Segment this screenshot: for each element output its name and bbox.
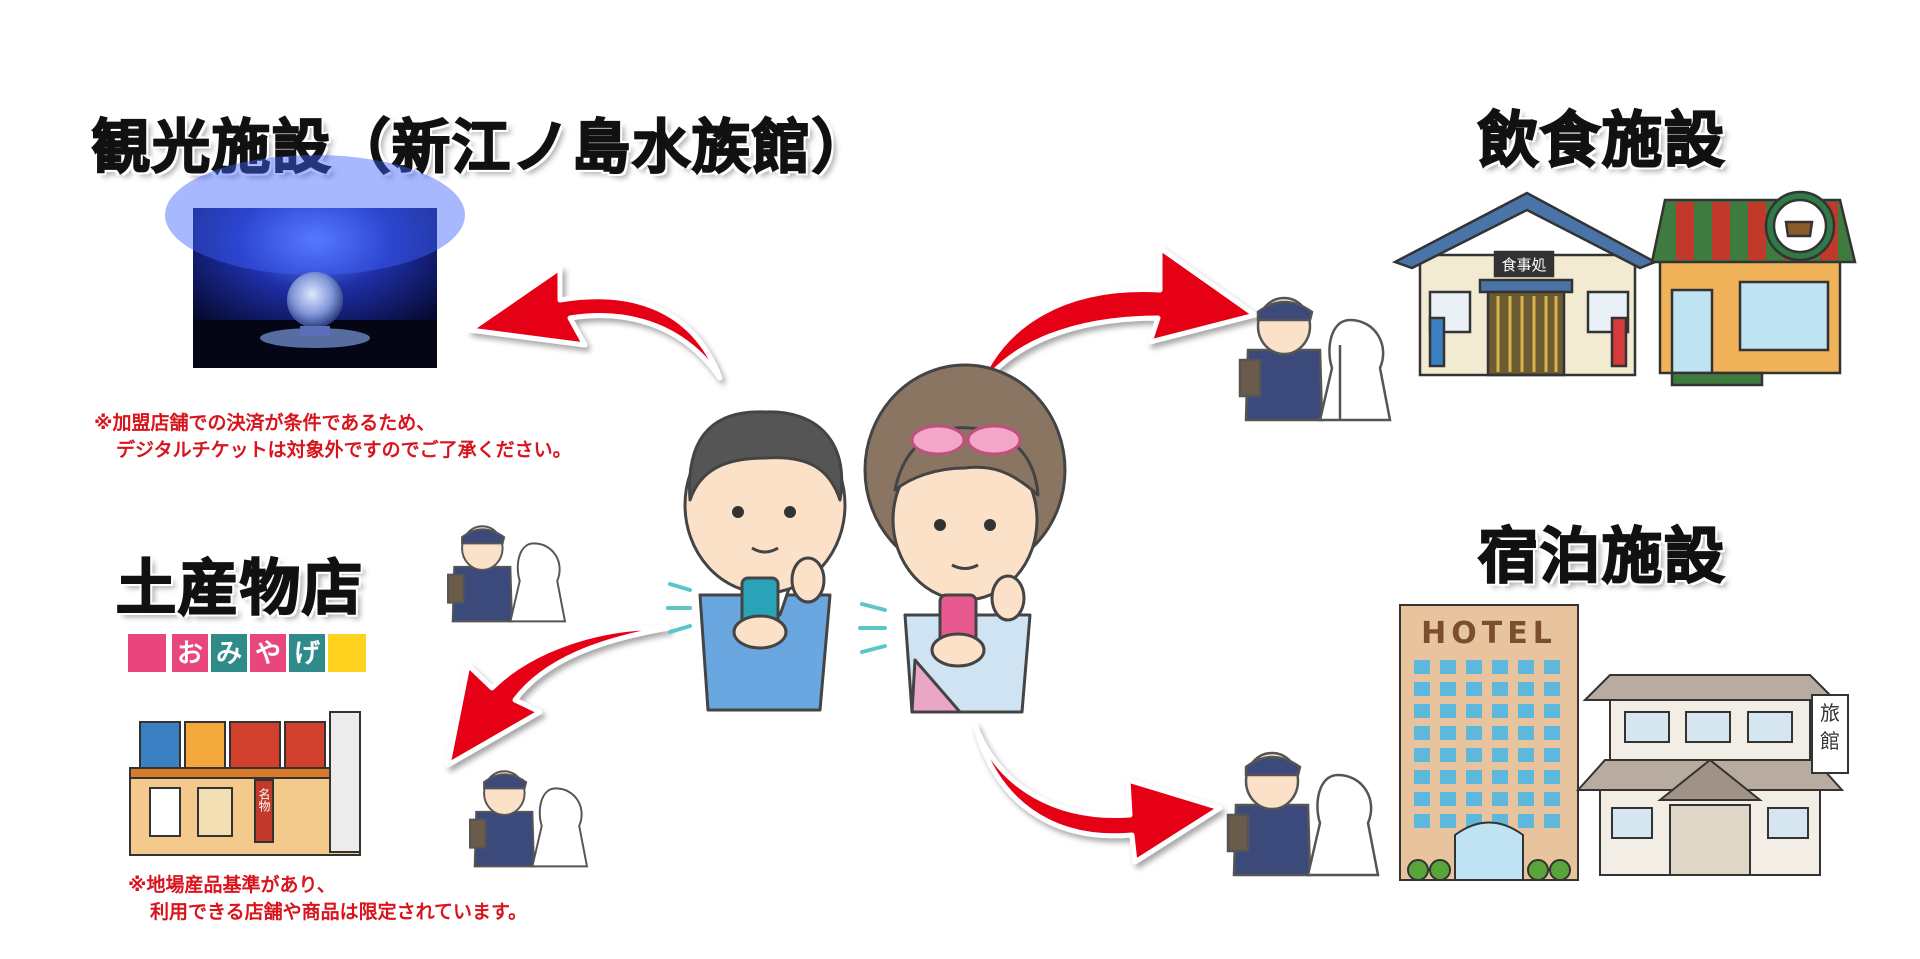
arrow-to-dining [972, 245, 1258, 398]
hotel-window [1466, 748, 1482, 762]
hotel-window [1518, 704, 1534, 718]
omiyage-flag-right [328, 634, 366, 672]
omiyage-tile [289, 634, 325, 672]
omiyage-letter: み [216, 639, 242, 669]
omiyage-tile [211, 634, 247, 672]
hotel-window [1544, 704, 1560, 718]
title-lodging: 宿泊施設 [1477, 521, 1726, 593]
hotel-window [1518, 682, 1534, 696]
omiyage-letter: や [255, 639, 281, 669]
note-tourism-line2: デジタルチケットは対象外ですのでご了承ください。 [116, 439, 572, 461]
hotel-window [1440, 770, 1456, 784]
hotel-window [1544, 726, 1560, 740]
hotel-window [1492, 660, 1508, 674]
souvenir-shop-illustration: 名物 [129, 711, 361, 856]
ryokan-building-illustration: 旅 館 [1575, 674, 1849, 876]
hotel-window [1414, 726, 1430, 740]
staff-customer-illustration-souvenir-top [447, 525, 567, 623]
title-souvenir: 土産物店 [115, 553, 364, 625]
hotel-window [1518, 792, 1534, 806]
hotel-window [1518, 748, 1534, 762]
staff-customer-illustration-dining [1238, 296, 1392, 422]
omiyage-tile [250, 634, 286, 672]
hotel-window [1544, 770, 1560, 784]
arrow-to-lodging [972, 722, 1223, 865]
hotel-windows [1414, 660, 1560, 828]
hotel-window [1518, 660, 1534, 674]
hotel-window [1466, 792, 1482, 806]
hotel-window [1414, 792, 1430, 806]
hotel-window [1466, 660, 1482, 674]
note-tourism-line1: ※加盟店舗での決済が条件であるため、 [94, 412, 436, 434]
hotel-window [1492, 704, 1508, 718]
hotel-window [1414, 814, 1430, 828]
hotel-window [1440, 682, 1456, 696]
omiyage-flag-left [128, 634, 166, 672]
hotel-window [1414, 660, 1430, 674]
hotel-window [1544, 682, 1560, 696]
hotel-window [1518, 770, 1534, 784]
meibutsu-sign: 名物 [257, 787, 271, 812]
ryokan-sign-char-1: 旅 [1820, 701, 1840, 725]
cafe-building-illustration [1650, 190, 1857, 387]
hotel-window [1440, 814, 1456, 828]
hotel-window [1440, 704, 1456, 718]
note-souvenir-line2: 利用できる店舗や商品は限定されています。 [150, 901, 528, 923]
title-tourism: 観光施設（新江ノ島水族館） [91, 112, 873, 182]
hotel-window [1440, 748, 1456, 762]
arrow-to-souvenir [445, 625, 671, 768]
omiyage-letter: お [177, 639, 203, 669]
hotel-window [1518, 814, 1534, 828]
arrow-to-tourism [467, 265, 723, 381]
eatery-building-illustration: 食事処 [1391, 191, 1658, 377]
ryokan-sign-char-2: 館 [1820, 729, 1840, 753]
hotel-window [1466, 726, 1482, 740]
note-souvenir-line1: ※地場産品基準があり、 [128, 874, 336, 896]
hotel-window [1440, 792, 1456, 806]
hotel-window [1440, 660, 1456, 674]
omiyage-letter: げ [294, 639, 321, 669]
hotel-sign: HOTEL [1421, 616, 1557, 651]
hotel-window [1414, 682, 1430, 696]
hotel-window [1466, 770, 1482, 784]
man-with-smartphone-illustration [666, 410, 847, 712]
woman-with-smartphone-illustration [858, 363, 1067, 714]
staff-customer-illustration-souvenir-bottom [469, 770, 589, 868]
hotel-window [1492, 726, 1508, 740]
hotel-window [1544, 660, 1560, 674]
note-souvenir: ※地場産品基準があり、 利用できる店舗や商品は限定されています。 [128, 872, 527, 926]
hotel-window [1492, 792, 1508, 806]
hotel-window [1518, 726, 1534, 740]
title-dining: 飲食施設 [1477, 105, 1726, 177]
hotel-window [1492, 682, 1508, 696]
hotel-window [1414, 748, 1430, 762]
hotel-window [1466, 682, 1482, 696]
hotel-window [1544, 814, 1560, 828]
staff-customer-illustration-lodging [1226, 751, 1380, 877]
hotel-window [1492, 748, 1508, 762]
hotel-window [1466, 704, 1482, 718]
hotel-window [1440, 726, 1456, 740]
hotel-window [1414, 704, 1430, 718]
hotel-window [1544, 792, 1560, 806]
hotel-window [1492, 770, 1508, 784]
hotel-building-illustration: HOTEL [1399, 604, 1579, 881]
omiyage-sign: おみやげ [128, 634, 366, 672]
hotel-window [1414, 770, 1430, 784]
aquarium-photo [165, 155, 465, 368]
omiyage-tile [172, 634, 208, 672]
note-tourism: ※加盟店舗での決済が条件であるため、 デジタルチケットは対象外ですのでご了承くだ… [94, 410, 572, 464]
eatery-sign: 食事処 [1501, 256, 1546, 274]
omiyage-tiles: おみやげ [172, 634, 325, 672]
hotel-window [1544, 748, 1560, 762]
